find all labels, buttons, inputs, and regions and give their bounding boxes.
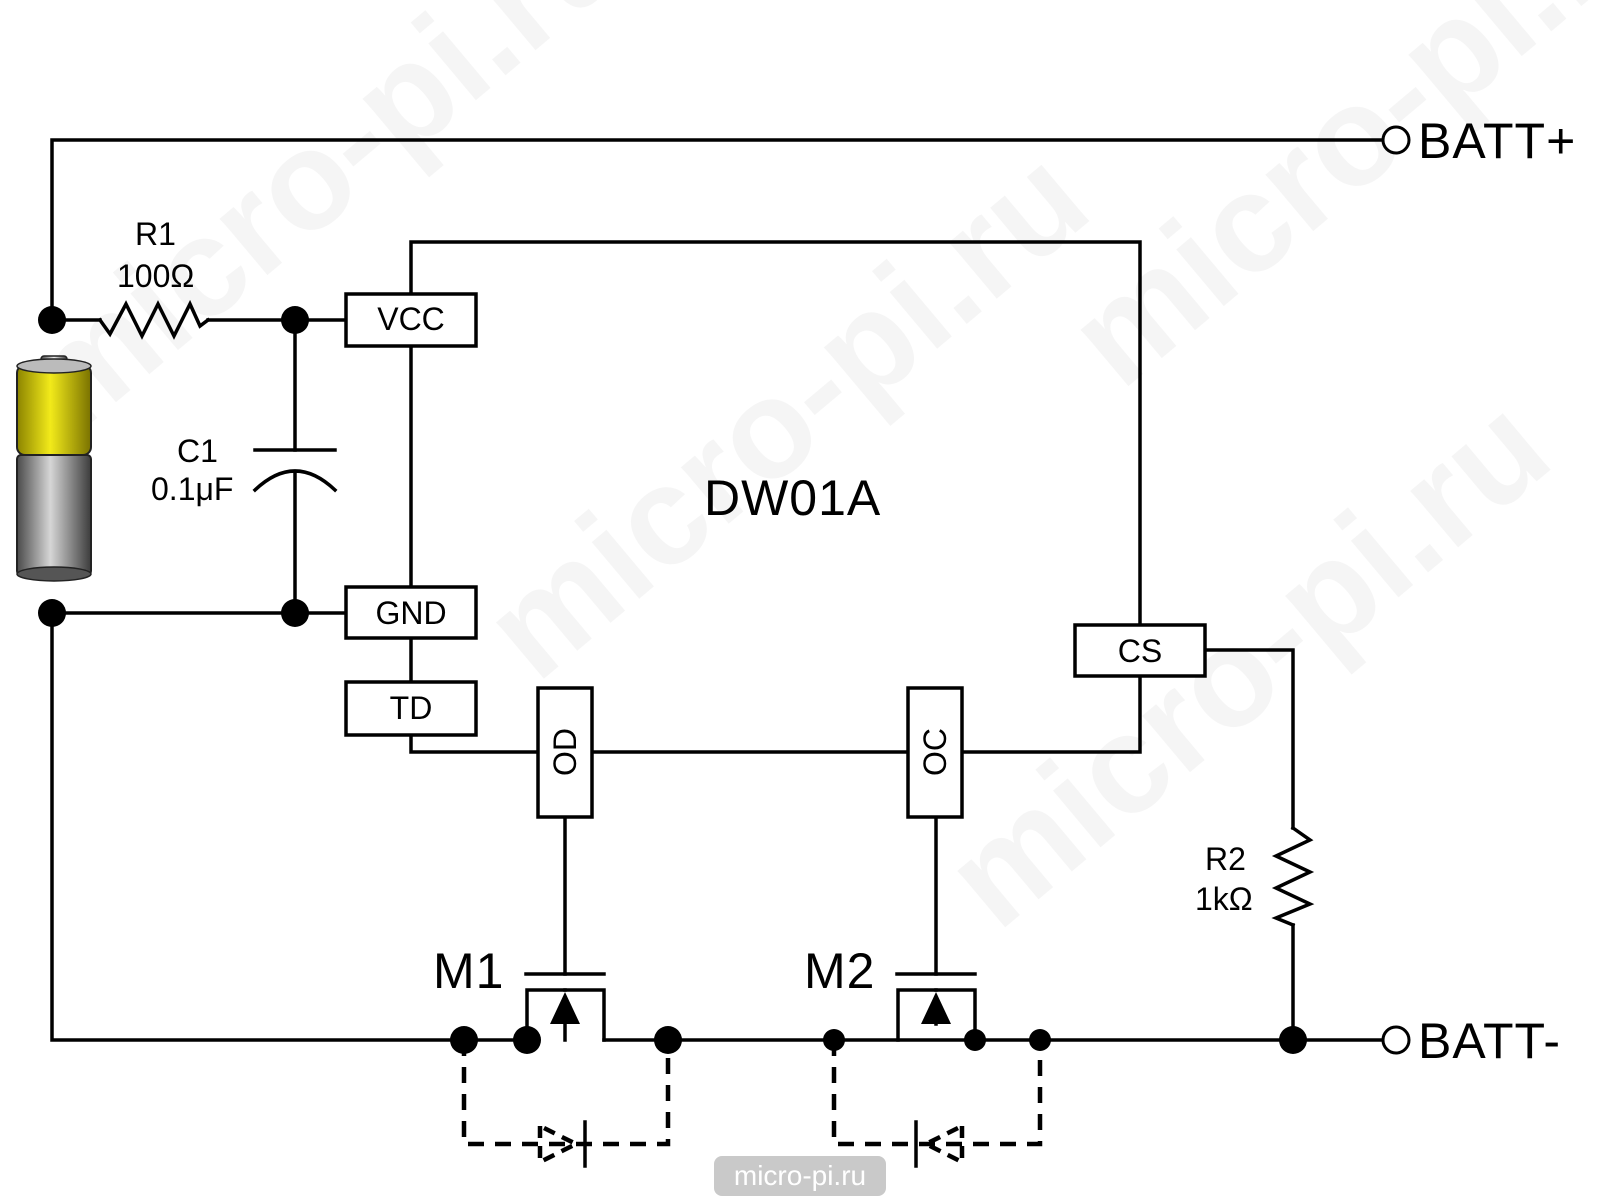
- c1-ref: C1: [177, 433, 218, 469]
- chip-body-lower: [409, 733, 540, 754]
- c1-value: 0.1μF: [151, 471, 233, 507]
- pin-td: TD: [344, 680, 478, 737]
- batt-plus-rail: [50, 138, 1385, 322]
- watermark-text: micro-pi.ru: [0, 0, 655, 459]
- junction-dot: [281, 599, 309, 627]
- battery-cell-icon: [16, 355, 92, 582]
- c1-capacitor: C1 0.1μF: [151, 433, 338, 507]
- terminal-batt-minus: BATT-: [1381, 1013, 1561, 1069]
- r1-value: 100Ω: [117, 258, 194, 294]
- terminal-batt-plus: BATT+: [1381, 113, 1576, 169]
- chip-dw01a: DW01A VCC GND TD OD OC CS: [344, 292, 1207, 819]
- watermark-text: micro-pi.ru: [1039, 0, 1600, 415]
- junction-dot: [654, 1026, 682, 1054]
- r2-ref: R2: [1205, 841, 1246, 877]
- r1-resistor: R1 100Ω: [97, 216, 211, 340]
- batt-minus-label: BATT-: [1418, 1013, 1561, 1069]
- junction-dot: [823, 1029, 845, 1051]
- cs-line: [1203, 648, 1295, 830]
- chip-body-right: [960, 674, 1142, 754]
- batt-plus-label: BATT+: [1418, 113, 1576, 169]
- m1-arrow-icon: [550, 992, 580, 1024]
- junction-dot: [450, 1026, 478, 1054]
- watermark-text: micro-pi.ru: [455, 118, 1116, 708]
- watermark-badge: micro-pi.ru: [714, 1156, 886, 1196]
- pin-cs: CS: [1073, 623, 1207, 678]
- junction-dot: [38, 599, 66, 627]
- r2-resistor: R2 1kΩ: [1195, 825, 1315, 928]
- pin-td-label: TD: [390, 690, 433, 726]
- m1-ref: M1: [433, 943, 504, 999]
- mosfet-m1: M1: [433, 943, 671, 1168]
- pin-vcc: VCC: [344, 292, 478, 348]
- junction-dot: [1279, 1026, 1307, 1054]
- pin-vcc-label: VCC: [377, 301, 445, 337]
- chip-name: DW01A: [704, 470, 881, 526]
- junction-dot: [1029, 1029, 1051, 1051]
- pin-gnd: GND: [344, 585, 478, 640]
- m2-ref: M2: [804, 943, 875, 999]
- junction-dot: [38, 306, 66, 334]
- junction-dot: [513, 1026, 541, 1054]
- r2-value: 1kΩ: [1195, 881, 1253, 917]
- pin-oc: OC: [906, 686, 964, 819]
- pin-cs-label: CS: [1118, 633, 1162, 669]
- batt-minus-left-rail: [50, 611, 529, 1042]
- watermark-text: micro-pi.ru: [916, 366, 1577, 956]
- pin-od: OD: [536, 686, 594, 819]
- pin-od-label: OD: [547, 728, 583, 776]
- junctions: [38, 306, 1307, 1054]
- pin-oc-label: OC: [917, 728, 953, 776]
- junction-dot: [964, 1029, 986, 1051]
- pin-gnd-label: GND: [375, 595, 446, 631]
- mosfet-m2: M2: [804, 943, 1043, 1168]
- r1-ref: R1: [135, 216, 176, 252]
- m1-body-diode: [461, 1040, 671, 1147]
- junction-dot: [281, 306, 309, 334]
- m2-body-diode: [831, 1040, 1043, 1147]
